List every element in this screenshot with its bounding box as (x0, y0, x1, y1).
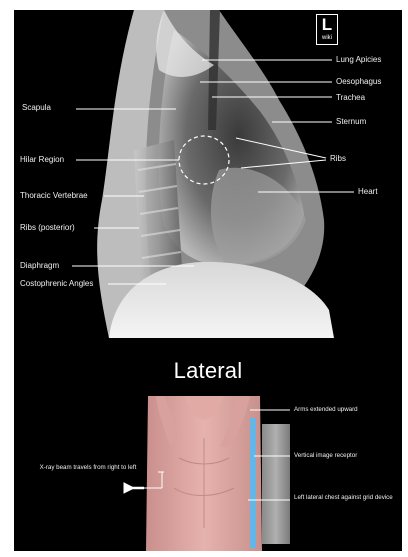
label-ribs: Ribs (330, 155, 346, 163)
label-chest: Left lateral chest against grid device (294, 494, 394, 501)
label-diaphragm: Diaphragm (20, 262, 59, 270)
xray-beam-arrow (124, 483, 144, 493)
label-arms: Arms extended upward (294, 406, 399, 413)
label-beam: X-ray beam travels from right to left (32, 464, 144, 471)
lateral-chest-xray: L wiki Lung Apicies Oesophagus Trachea S… (14, 10, 402, 338)
logo-letter: L (317, 15, 337, 34)
logo-word: wiki (317, 34, 337, 42)
label-receptor: Vertical image receptor (294, 452, 399, 459)
grid-device (250, 418, 256, 548)
label-thoracic-vertebrae: Thoracic Vertebrae (20, 192, 88, 200)
wiki-logo: L wiki (316, 14, 338, 45)
label-lung-apicies: Lung Apicies (336, 56, 381, 64)
label-hilar-region: Hilar Region (20, 156, 64, 164)
label-costophrenic-angles: Costophrenic Angles (20, 280, 93, 288)
label-heart: Heart (358, 188, 378, 196)
positioning-panel: Lateral Arms extended upward Vertical im… (14, 338, 402, 551)
image-receptor (262, 424, 290, 544)
label-sternum: Sternum (336, 118, 366, 126)
label-ribs-posterior: Ribs (posterior) (20, 224, 75, 232)
view-title: Lateral (14, 358, 402, 384)
label-oesophagus: Oesophagus (336, 78, 381, 86)
label-scapula: Scapula (22, 104, 51, 112)
label-trachea: Trachea (336, 94, 365, 102)
